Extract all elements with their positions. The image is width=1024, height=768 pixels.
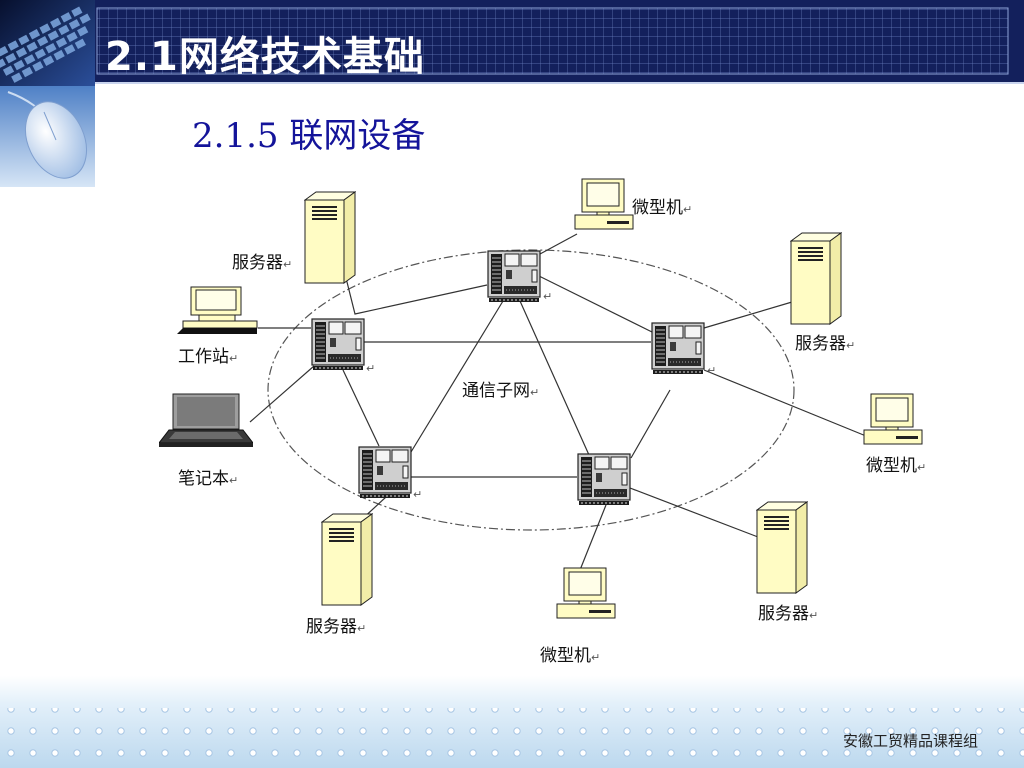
slide-title: 2.1网络技术基础 — [105, 34, 425, 80]
switch-node-icon — [487, 250, 541, 303]
switch-node-icon — [311, 318, 365, 371]
link-line — [342, 369, 380, 447]
link-line — [519, 300, 590, 456]
device-label: 服务器↵ — [795, 334, 855, 354]
switch-node-icon — [577, 453, 631, 506]
device-label: 服务器↵ — [306, 617, 366, 637]
section-subtitle: 2.1.5 联网设备 — [192, 116, 426, 156]
link-line — [539, 233, 578, 255]
corner-keyboard-mouse-image — [0, 0, 95, 187]
switch-node-icon — [358, 446, 412, 499]
link-line — [630, 389, 671, 459]
device-label: 服务器↵ — [758, 604, 818, 624]
computer-icon — [863, 393, 923, 445]
switch-node-icon — [651, 322, 705, 375]
laptop-icon — [159, 393, 253, 448]
workstation-icon — [177, 286, 258, 335]
paragraph-mark: ↵ — [707, 364, 716, 377]
link-line — [249, 365, 315, 423]
computer-icon — [556, 567, 616, 619]
link-lines — [249, 233, 867, 571]
device-label: 微型机↵ — [540, 646, 600, 666]
slide-footer: 安徽工贸精品课程组 — [0, 676, 1024, 768]
device-label: 服务器↵ — [232, 253, 292, 273]
link-line — [341, 261, 488, 315]
paragraph-mark: ↵ — [366, 362, 375, 375]
server-icon — [756, 501, 808, 594]
header-divider — [95, 82, 1024, 84]
footer-credit: 安徽工贸精品课程组 — [842, 732, 978, 750]
paragraph-mark: ↵ — [413, 488, 422, 501]
server-icon — [304, 191, 356, 284]
link-line — [538, 275, 653, 333]
link-line — [410, 300, 504, 453]
header-grid-pattern — [96, 7, 1009, 75]
slide-header — [0, 0, 1024, 82]
link-line — [703, 301, 793, 329]
device-label: 笔记本↵ — [178, 469, 238, 489]
subnet-boundary-ellipse — [267, 249, 795, 531]
device-label: 微型机↵ — [866, 456, 926, 476]
link-line — [579, 504, 607, 571]
link-line — [703, 369, 867, 437]
link-line — [629, 487, 759, 538]
subnet-label: 通信子网↵ — [462, 381, 539, 401]
device-label: 工作站↵ — [178, 347, 238, 367]
footer-dot-pattern — [0, 708, 1024, 768]
computer-icon — [574, 178, 634, 230]
device-label: 微型机↵ — [632, 198, 692, 218]
paragraph-mark: ↵ — [543, 290, 552, 303]
server-icon — [321, 513, 373, 606]
server-icon — [790, 232, 842, 325]
